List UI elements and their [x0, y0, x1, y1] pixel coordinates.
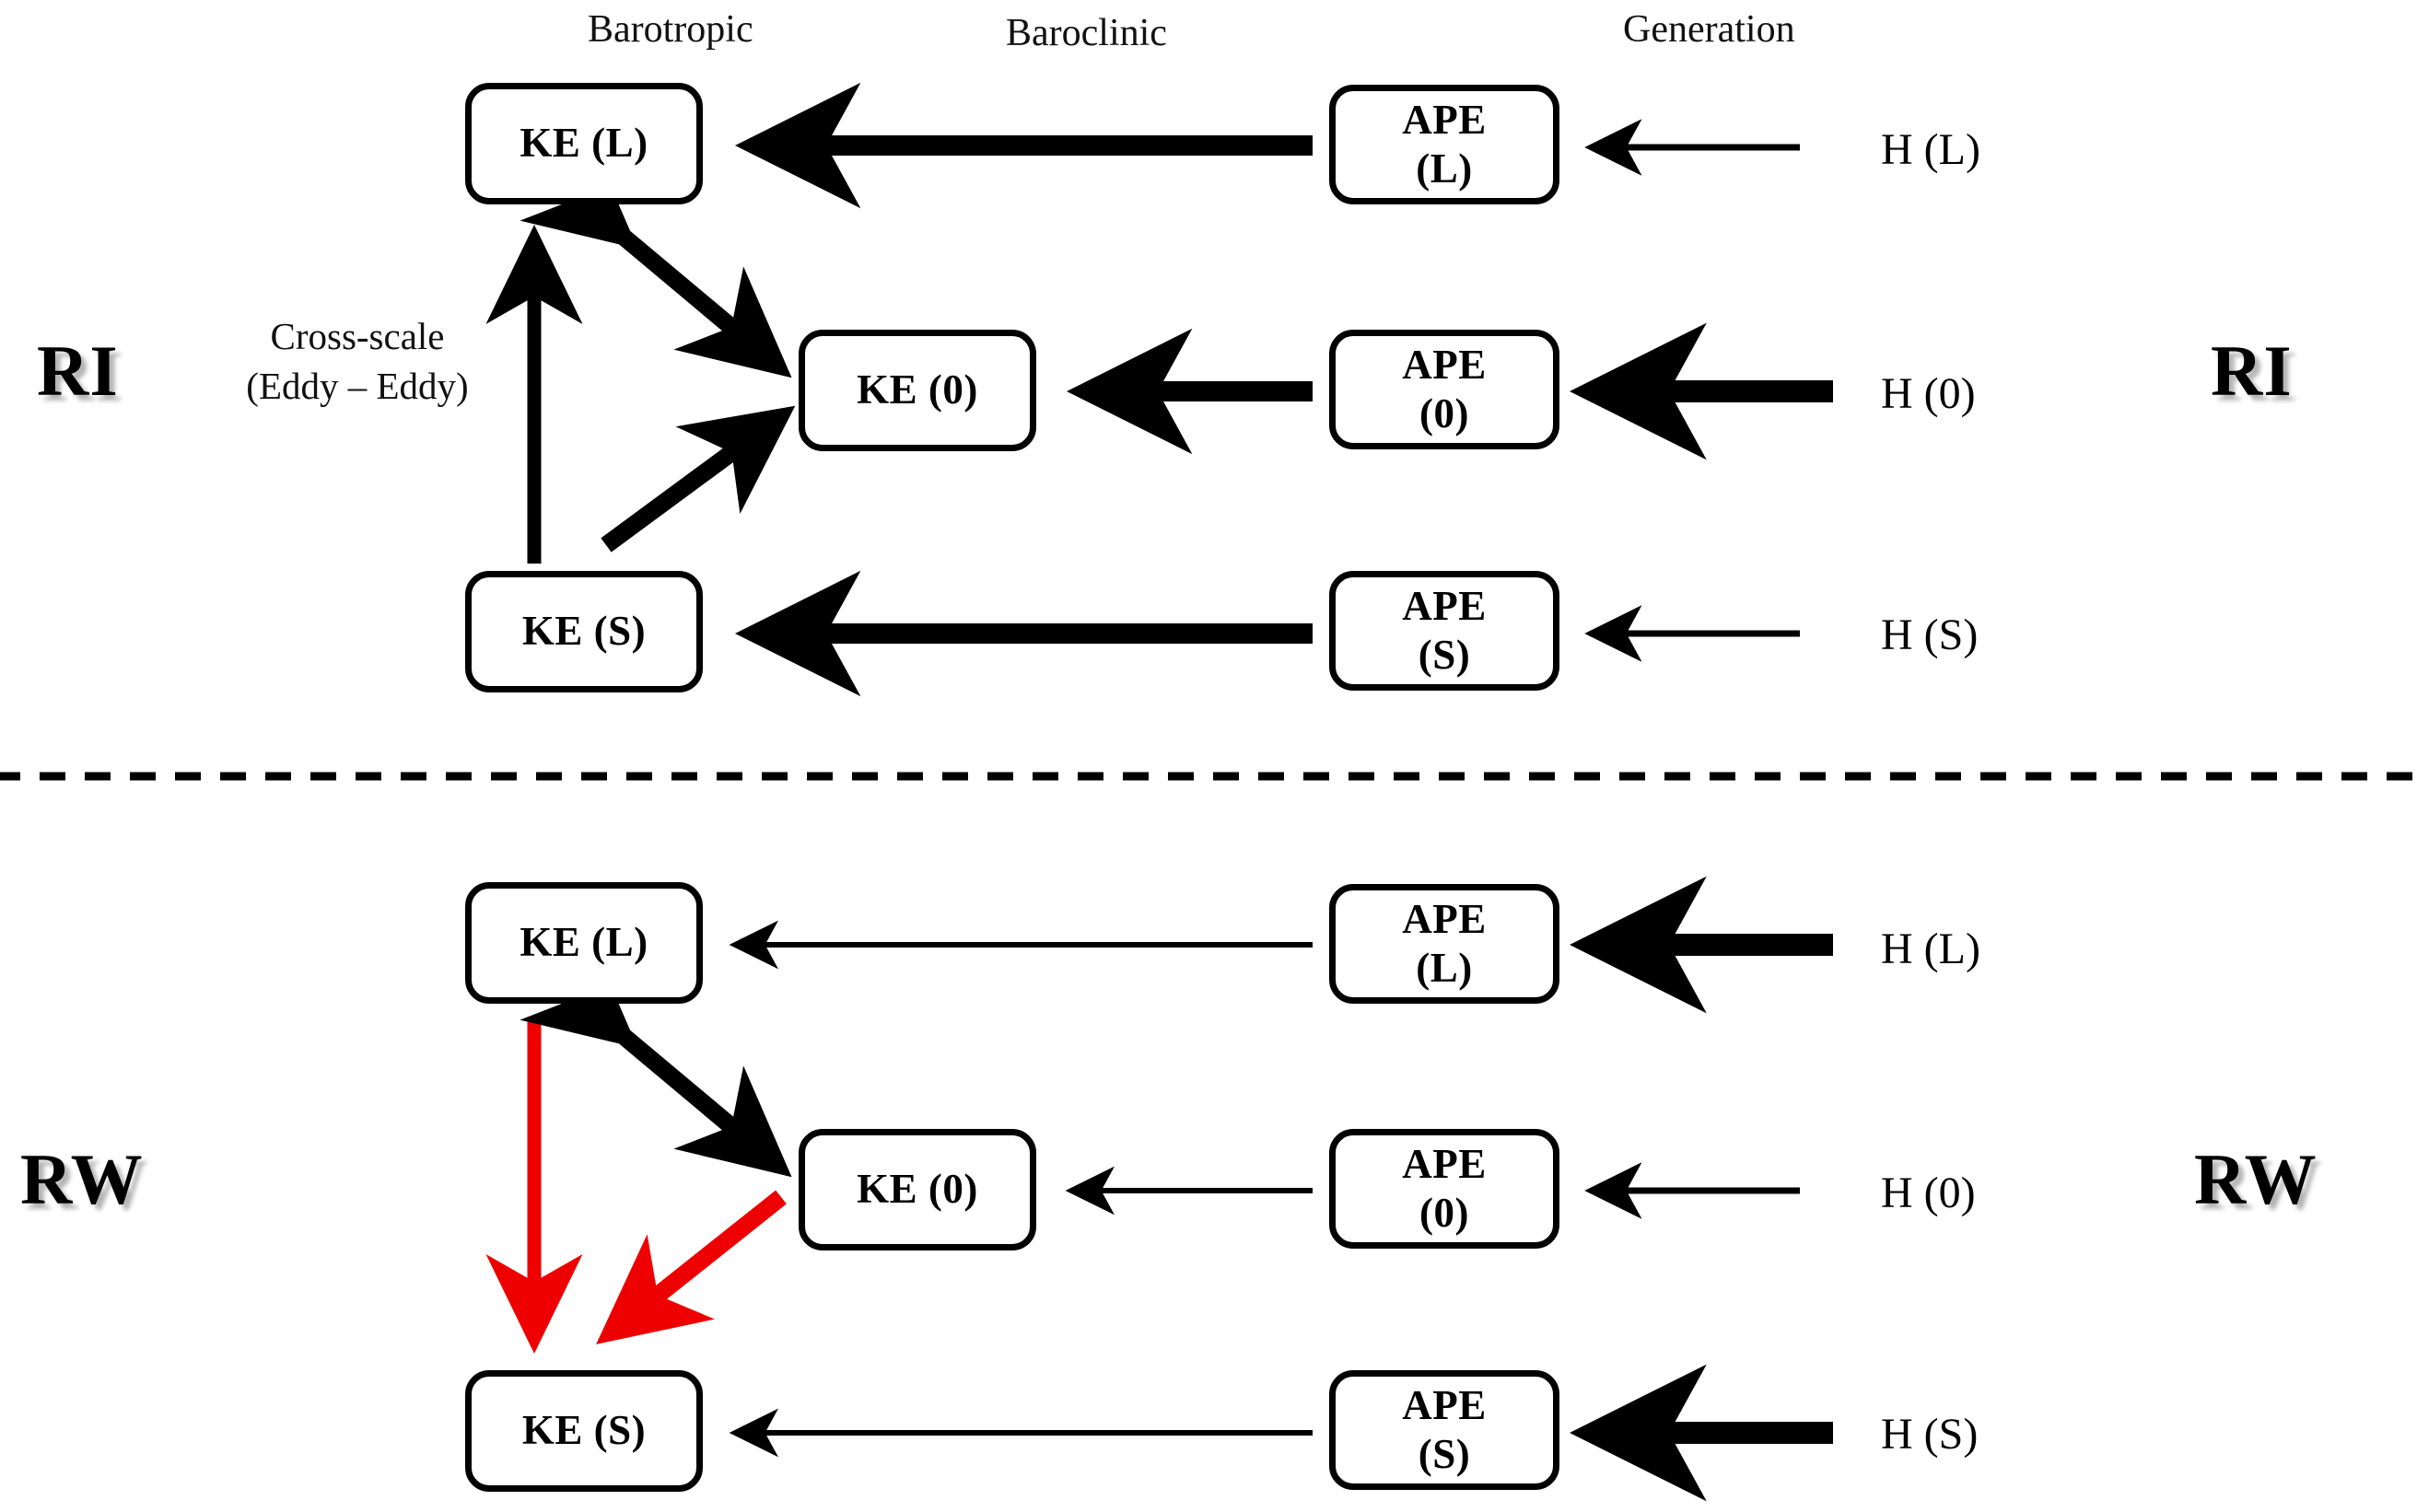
node-label: APE (0): [1402, 341, 1487, 436]
node-ri-ke-0[interactable]: KE (0): [799, 330, 1036, 451]
node-rw-ke-s[interactable]: KE (S): [465, 1370, 703, 1492]
node-rw-ape-l[interactable]: APE (L): [1329, 884, 1559, 1004]
label-ri-h-0: H (0): [1881, 369, 1976, 418]
node-label: APE (S): [1402, 1381, 1487, 1477]
column-header-baroclinic: Baroclinic: [1006, 12, 1167, 54]
node-ri-ape-s[interactable]: APE (S): [1329, 571, 1559, 691]
column-header-barotropic: Barotropic: [588, 8, 753, 51]
node-rw-ke-0[interactable]: KE (0): [799, 1129, 1036, 1250]
label-rw-h-0: H (0): [1881, 1169, 1976, 1217]
regime-label-ri-left: RI: [37, 331, 119, 411]
node-ri-ke-s[interactable]: KE (S): [465, 571, 703, 692]
regime-label-rw-left: RW: [20, 1139, 144, 1219]
label-rw-h-l: H (L): [1881, 925, 1980, 973]
node-rw-ape-s[interactable]: APE (S): [1329, 1370, 1559, 1490]
node-rw-ke-l[interactable]: KE (L): [465, 882, 703, 1004]
label-rw-h-s: H (S): [1881, 1410, 1979, 1459]
node-label: KE (L): [520, 120, 648, 167]
node-label: KE (0): [857, 366, 978, 413]
cross-scale-annotation: Cross-scale (Eddy – Eddy): [246, 315, 469, 408]
node-label: KE (L): [520, 919, 648, 966]
node-rw-ape-0[interactable]: APE (0): [1329, 1129, 1559, 1249]
node-label: APE (L): [1402, 96, 1487, 192]
column-header-generation: Generation: [1623, 8, 1795, 51]
node-label: APE (L): [1402, 895, 1487, 991]
node-ri-ape-0[interactable]: APE (0): [1329, 330, 1559, 449]
node-label: KE (S): [521, 1407, 647, 1454]
label-ri-h-l: H (L): [1881, 125, 1980, 174]
node-label: APE (0): [1402, 1140, 1487, 1236]
arrow-ri-ke-s-to-ke-0-diagonal: [601, 405, 796, 552]
regime-label-ri-right: RI: [2211, 331, 2293, 411]
arrow-ri-ke-l-ke-0-bidirectional: [520, 137, 792, 378]
node-ri-ke-l[interactable]: KE (L): [465, 83, 703, 204]
node-label: KE (S): [521, 608, 647, 655]
label-ri-h-s: H (S): [1881, 611, 1979, 659]
node-ri-ape-l[interactable]: APE (L): [1329, 85, 1559, 204]
node-label: APE (S): [1402, 582, 1487, 678]
node-label: KE (0): [857, 1166, 978, 1213]
arrow-rw-ke-l-ke-0-bidirectional: [520, 936, 792, 1178]
regime-label-rw-right: RW: [2194, 1139, 2318, 1219]
arrow-rw-ke-0-to-ke-s-diagonal: [596, 1190, 787, 1344]
